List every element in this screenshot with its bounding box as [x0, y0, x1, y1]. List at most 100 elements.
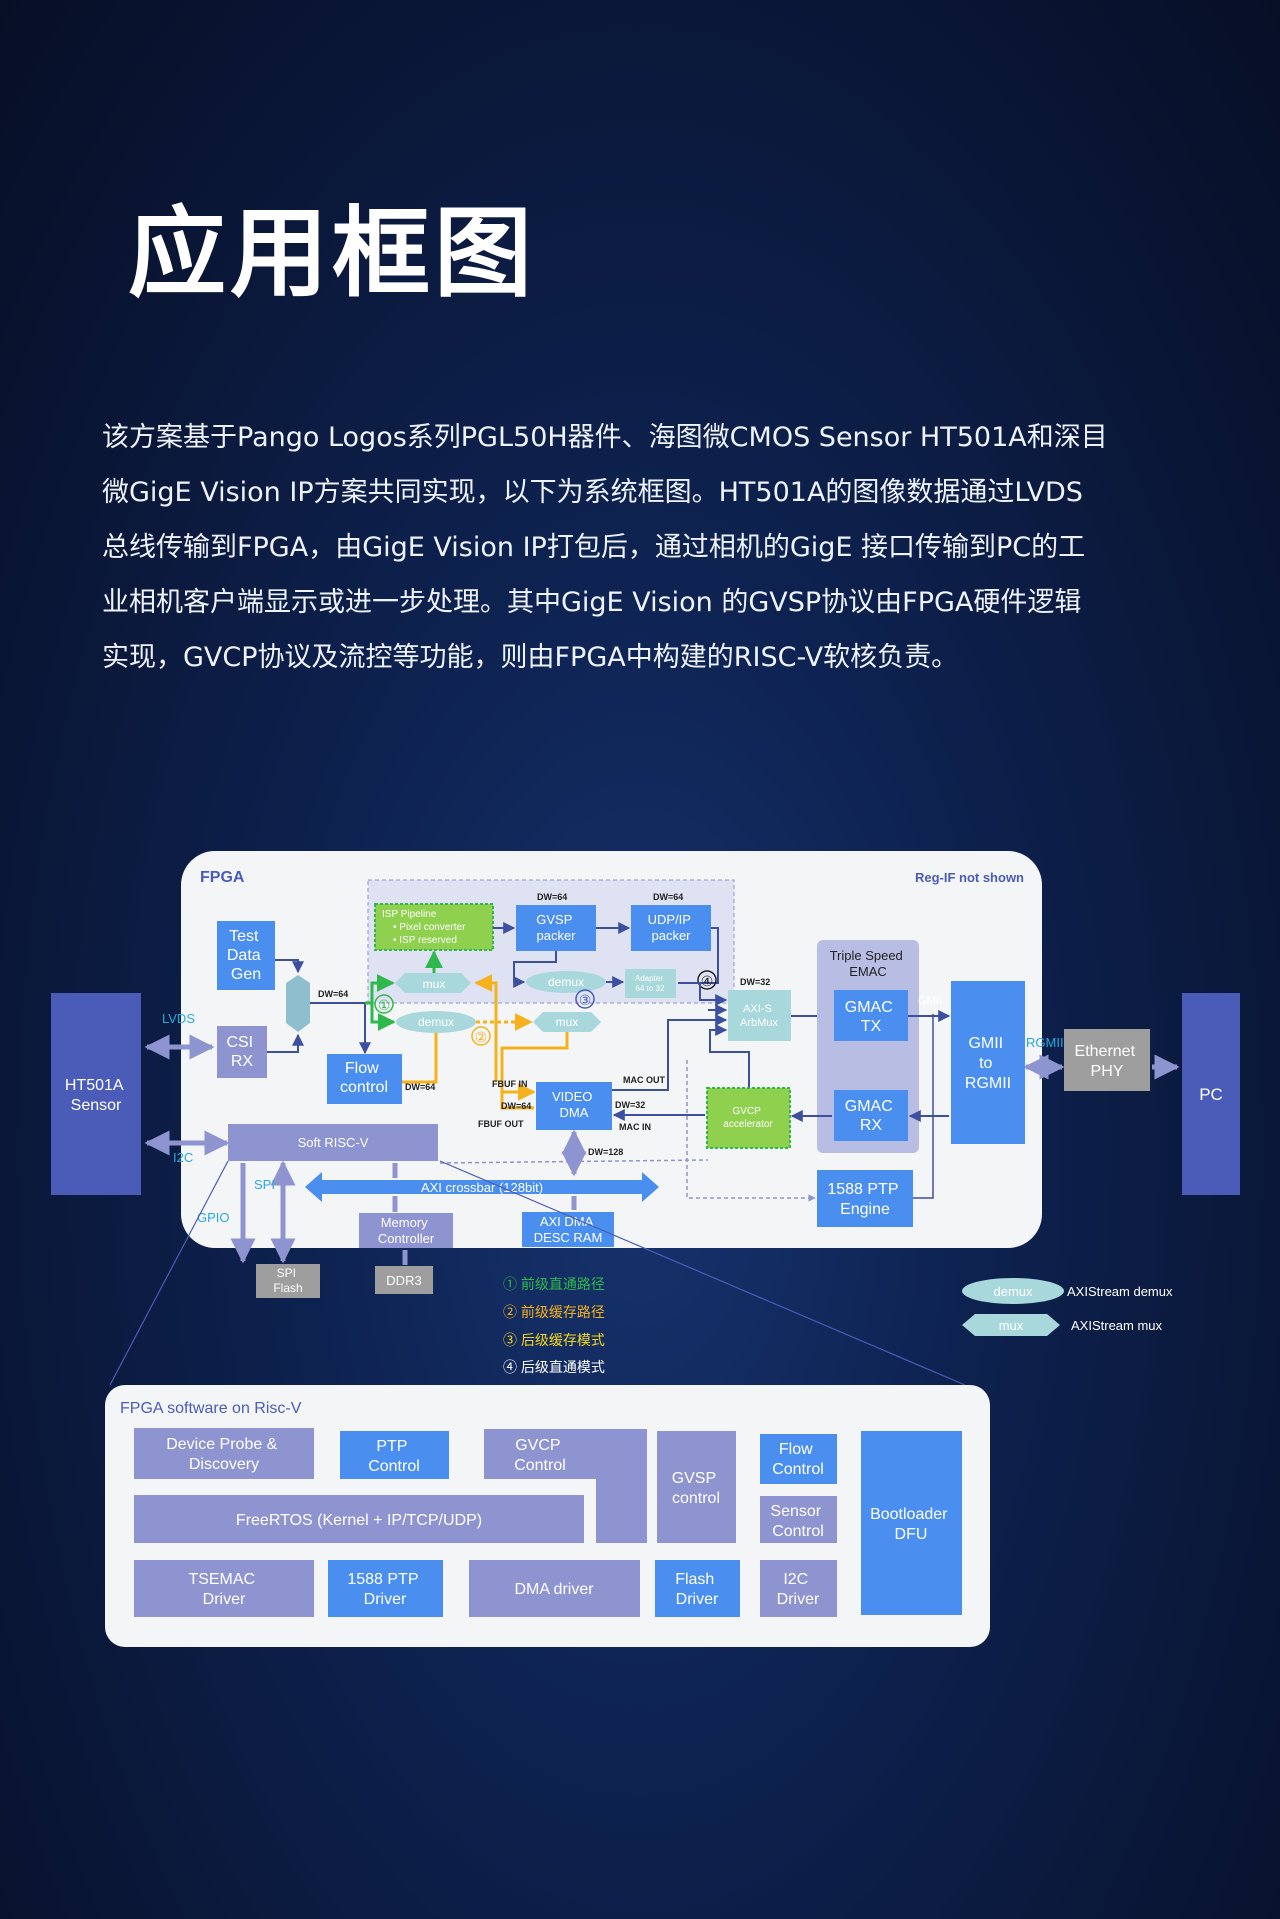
axi-crossbar-label: AXI crossbar (128bit) [421, 1180, 543, 1195]
sw-flow-control-label: Flow Control [772, 1441, 824, 1478]
intro-line: 实现，GVCP协议及流控等功能，则由FPGA中构建的RISC-V软核负责。 [102, 642, 959, 673]
path-legend-item: ① 前级直通路径 [503, 1276, 605, 1292]
zoom-line-left [109, 1160, 229, 1386]
gvsp-packer-block [516, 905, 596, 951]
intro-line: 该方案基于Pango Logos系列PGL50H器件、海图微CMOS Senso… [102, 422, 1108, 453]
sw-gvcp-control-label: GVCP Control [514, 1437, 566, 1474]
axi-dma-desc-ram-label: AXI DMA DESC RAM [534, 1214, 603, 1245]
path-legend-item: ③ 后级缓存模式 [503, 1332, 605, 1348]
dw64-label-c: DW=64 [537, 892, 567, 902]
gmii-label: GMII [918, 995, 942, 1007]
gmii-to-rgmii-label: GMII to RGMII [965, 1035, 1011, 1092]
path-marker-2-text: ② [475, 1029, 488, 1045]
fpga-label: FPGA [200, 869, 245, 886]
isp-pipeline-item: • Pixel converter [393, 922, 466, 933]
ethernet-phy-label: Ethernet PHY [1075, 1043, 1140, 1080]
memory-controller-label: Memory Controller [378, 1215, 435, 1246]
mux-shape-top [395, 973, 471, 993]
zoom-line-right [439, 1160, 966, 1386]
mac-in-label: MAC IN [619, 1122, 651, 1132]
sw-device-probe-label: Device Probe & Discovery [166, 1436, 282, 1473]
riscv-to-ptp-dashed [686, 1060, 816, 1202]
path-marker-3-text: ③ [579, 992, 592, 1008]
demux-shape-left [396, 1011, 476, 1033]
axi-dma-desc-ram-block [522, 1212, 614, 1247]
sw-sensor-control [760, 1496, 837, 1543]
intro-line: 业相机客户端显示或进一步处理。其中GigE Vision 的GVSP协议由FPG… [102, 587, 1082, 618]
mux-label-center: mux [556, 1015, 579, 1029]
udp-ip-packer-label: UDP/IP packer [648, 912, 695, 943]
sw-bootloader [861, 1431, 962, 1615]
ptp-to-gmac-line [913, 1014, 934, 1199]
path1-up-line [370, 974, 395, 1003]
path1-line [365, 1001, 396, 1031]
path-marker-4-text: ④ [701, 973, 714, 989]
legend-mux-shape-label: mux [999, 1318, 1024, 1333]
gmac-tx-block [834, 990, 908, 1041]
gvsp-to-demux-line [513, 951, 557, 988]
sw-dma-driver [469, 1560, 640, 1617]
input-mux-shape [286, 975, 310, 1032]
shape-legend: demux AXIStream demux mux AXIStream mux [962, 1278, 1173, 1336]
isp-pipeline-item: • ISP reserved [393, 935, 457, 946]
sw-ptp-driver [328, 1560, 443, 1617]
ddr3-label: DDR3 [386, 1273, 421, 1288]
sw-flash-driver [655, 1560, 740, 1617]
gvcp-accelerator-block [706, 1087, 791, 1149]
fbuf-out-label: FBUF OUT [478, 1119, 524, 1129]
legend-mux-text: AXIStream mux [1071, 1318, 1163, 1333]
sw-dma-driver-label: DMA driver [514, 1581, 594, 1598]
gvcp-accelerator-label: GVCP accelerator [723, 1106, 773, 1130]
sw-ptp-control-label: PTP Control [368, 1438, 420, 1475]
path3-line [500, 1032, 569, 1101]
adapter-label: Adapter 64 to 32 [635, 974, 665, 993]
ptp-engine-block [817, 1170, 913, 1227]
dw32-label-b: DW=32 [615, 1100, 645, 1110]
path-legend: ① 前级直通路径 ② 前级缓存路径 ③ 后级缓存模式 ④ 后级直通模式 [503, 1276, 605, 1375]
dw64-label-e: DW=64 [501, 1101, 531, 1111]
sw-bootloader-label: Bootloader DFU [870, 1506, 952, 1543]
sensor-block [51, 993, 141, 1195]
software-panel-title: FPGA software on Risc-V [120, 1400, 302, 1417]
adapter-to-arbmux-line [678, 982, 728, 1006]
legend-mux-shape [962, 1314, 1060, 1336]
csi-to-mux-arrow [267, 1033, 304, 1053]
legend-demux-text: AXIStream demux [1067, 1284, 1173, 1299]
path-marker-1-text: ① [378, 997, 391, 1013]
mac-out-line [612, 1014, 728, 1091]
pc-block [1182, 993, 1240, 1195]
sw-ptp-driver-label: 1588 PTP Driver [347, 1571, 422, 1608]
sensor-label: HT501A Sensor [65, 1077, 127, 1114]
spi-label: SPI [254, 1177, 275, 1192]
mux-label-top: mux [423, 977, 446, 991]
axis-arbmux-label: AXI-S ArbMux [740, 1003, 778, 1029]
sw-freertos-label: FreeRTOS (Kernel + IP/TCP/UDP) [236, 1512, 482, 1529]
gmac-rx-label: GMAC RX [845, 1098, 897, 1134]
flow-control-block [327, 1054, 402, 1104]
ddr3-block [375, 1266, 433, 1294]
dw64-label-b: DW=64 [405, 1082, 435, 1092]
ptp-engine-label: 1588 PTP Engine [827, 1181, 902, 1218]
sw-ptp-control [340, 1431, 449, 1479]
dw32-label-a: DW=32 [740, 977, 770, 987]
sw-gvcp-control [484, 1429, 647, 1543]
sw-device-probe [134, 1428, 314, 1479]
sw-tsemac-driver-label: TSEMAC Driver [188, 1571, 259, 1608]
riscv-to-gvcp-dashed [439, 1159, 709, 1164]
sw-freertos [134, 1495, 584, 1543]
gpio-label: GPIO [197, 1210, 230, 1225]
udp-ip-packer-block [631, 905, 711, 951]
mux-shape-center [533, 1012, 601, 1032]
sw-flow-control [760, 1434, 837, 1484]
test-data-gen-label: Test Data Gen [227, 928, 265, 983]
path-legend-item: ② 前级缓存路径 [503, 1304, 605, 1320]
adapter-block [625, 969, 676, 998]
sw-i2c-driver-label: I2C Driver [777, 1571, 820, 1608]
page-title: 应用框图 [128, 197, 537, 311]
video-dma-label: VIDEO DMA [552, 1089, 596, 1120]
demux-label-left: demux [418, 1015, 454, 1029]
regif-note: Reg-IF not shown [915, 870, 1024, 885]
gvsp-packer-label: GVSP packer [536, 912, 576, 943]
sw-i2c-driver [760, 1560, 837, 1617]
